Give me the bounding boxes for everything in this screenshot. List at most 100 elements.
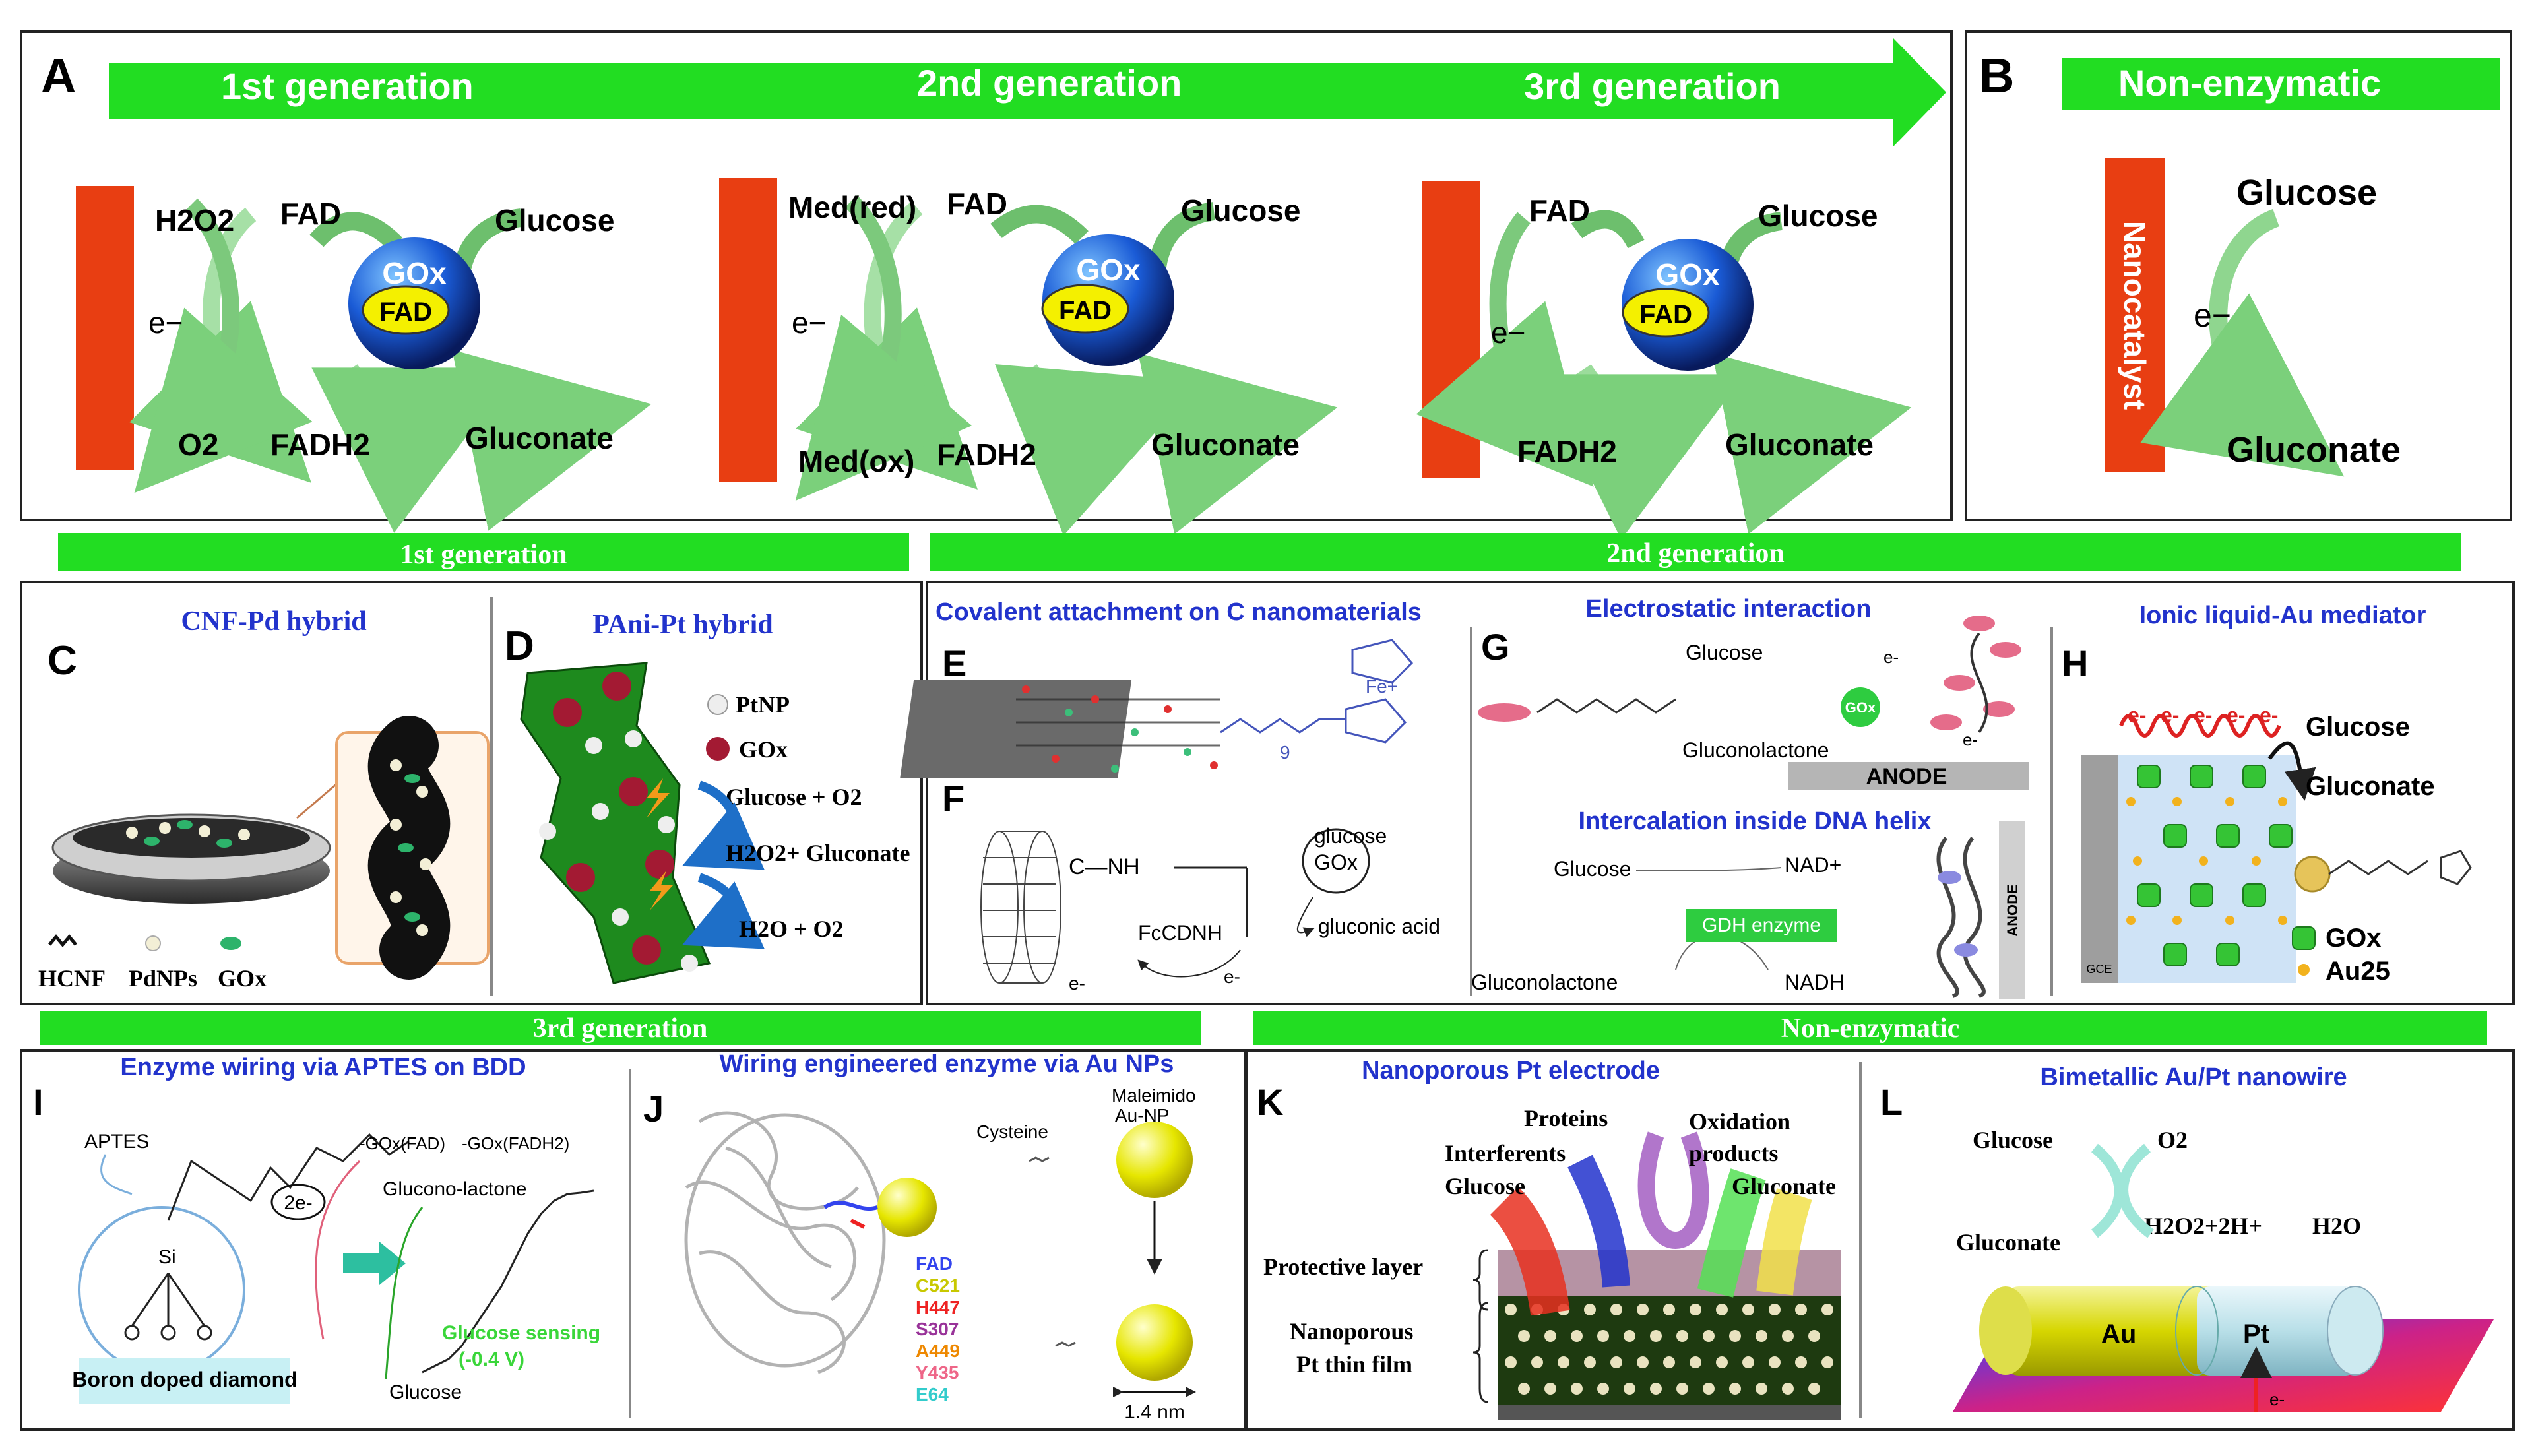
fad-label: FAD: [947, 187, 1007, 221]
j-maleimido-label: Maleimido: [1112, 1085, 1196, 1106]
panel-ij-frame: [20, 1049, 1246, 1431]
g-anode-label: ANODE: [1866, 764, 1947, 789]
panel-ef: Covalent attachment on C nanomaterials E…: [900, 598, 1440, 994]
i-sensing-label: Glucose sensing: [442, 1322, 600, 1344]
gluconate-label: Gluconate: [2227, 430, 2401, 470]
j-residue-3: S307: [916, 1319, 959, 1339]
panel-d: PAni-Pt hybrid D PtNP GOx Glucose + O2 H…: [505, 610, 910, 984]
i-voltage-label: (-0.4 V): [459, 1348, 524, 1370]
panel-j: Wiring engineered enzyme via Au NPs J Cy…: [643, 1050, 1196, 1423]
electrode: [1422, 181, 1480, 478]
k-nanoporous-label: Nanoporous: [1290, 1318, 1413, 1345]
j-residue-6: E64: [916, 1384, 949, 1405]
panel-kl-frame: [1246, 1049, 2515, 1431]
k-gluconate-label: Gluconate: [1732, 1173, 1836, 1199]
l-h2o2-label: H2O2+2H+: [2144, 1213, 2262, 1239]
fadh2-label: FADH2: [937, 437, 1036, 472]
j-letter: J: [643, 1088, 664, 1129]
fad-label: FAD: [280, 197, 341, 231]
h-gluconate-label: Gluconate: [2306, 772, 2435, 801]
g-gox-label: GOx: [1845, 699, 1876, 716]
d-legend-ptnp: PtNP: [736, 691, 790, 718]
ef-title: Covalent attachment on C nanomaterials: [935, 598, 1422, 626]
bar-second-generation: [930, 533, 2461, 571]
g-electron-1: e-: [1883, 647, 1899, 667]
bar-second-label: 2nd generation: [1606, 538, 1785, 569]
i-aptes-label: APTES: [84, 1131, 149, 1153]
gluconate-label: Gluconate: [1725, 427, 1874, 462]
d-title: PAni-Pt hybrid: [592, 610, 773, 640]
k-title: Nanoporous Pt electrode: [1362, 1057, 1660, 1085]
i-lactone-label: Glucono-lactone: [383, 1178, 526, 1200]
panel-cd-frame: [20, 581, 923, 1005]
k-letter: K: [1257, 1081, 1283, 1123]
arrow-label-gen2: 2nd generation: [917, 62, 1182, 104]
glucose-label: Glucose: [2236, 173, 2377, 212]
d-reaction-3: H2O + O2: [739, 916, 844, 942]
gluconate-label: Gluconate: [1151, 427, 1300, 462]
k-glucose-label: Glucose: [1445, 1173, 1525, 1199]
f-electron-2: e-: [1224, 966, 1240, 987]
e-letter: E: [942, 643, 966, 684]
l-electron-label: e-: [2269, 1389, 2285, 1409]
c-legend-gox: GOx: [218, 965, 267, 992]
panel-c: CNF-Pd hybrid C HCNF PdNPs GOx: [38, 606, 490, 992]
c-legend-pdnps: PdNPs: [129, 965, 197, 992]
f-gox-label: GOx: [1314, 850, 1358, 874]
electrode: [76, 186, 134, 470]
i-letter: I: [33, 1081, 44, 1123]
panel-a-letter: A: [41, 48, 76, 103]
bar-third-generation: [40, 1011, 1201, 1045]
l-letter: L: [1880, 1081, 1903, 1123]
g-nad-label: NAD+: [1785, 853, 1841, 877]
bar-third-label: 3rd generation: [533, 1013, 708, 1044]
f-gluconic-label: gluconic acid: [1318, 914, 1440, 938]
g-electron-2: e-: [1963, 730, 1978, 749]
c-letter: C: [47, 638, 77, 683]
fadh2-label: FADH2: [270, 427, 370, 462]
k-interferents-label: Interferents: [1445, 1140, 1566, 1166]
h-letter: H: [2062, 643, 2088, 684]
o2-label: O2: [178, 427, 218, 462]
glucose-label: Glucose: [1758, 199, 1878, 233]
glucose-label: Glucose: [495, 203, 615, 237]
h-electron-3: e-: [2194, 703, 2212, 727]
bar-non-enzymatic: [1253, 1011, 2487, 1045]
gox-label: GOx: [1655, 257, 1720, 292]
h-legend-au25: Au25: [2326, 957, 2390, 986]
i-gox-fad-label: -GOx(FAD): [360, 1133, 445, 1153]
l-pt-label: Pt: [2243, 1319, 2269, 1348]
j-scale-label: 1.4 nm: [1124, 1401, 1185, 1423]
c-legend-hcnf: HCNF: [38, 965, 106, 992]
h-glucose-label: Glucose: [2306, 712, 2410, 742]
j-residue-1: C521: [916, 1275, 960, 1296]
j-residue-0: FAD: [916, 1253, 953, 1274]
panel-g: Electrostatic interaction G Glucose GOx …: [1471, 595, 2029, 999]
h-gce-label: GCE: [2086, 963, 2112, 976]
scheme-gen1: GOx FAD H2O2 FAD Glucose e− O2 FADH2 Glu…: [76, 186, 652, 533]
f-glucose-label: glucose: [1314, 824, 1387, 848]
electrode: [719, 178, 777, 482]
fad-inner-label: FAD: [379, 298, 432, 327]
l-gluconate-label: Gluconate: [1956, 1229, 2060, 1255]
glucose-label: Glucose: [1181, 193, 1301, 228]
h-electron-4: e-: [2227, 703, 2245, 727]
f-amide-label: C—NH: [1069, 854, 1140, 879]
k-thinfilm-label: Pt thin film: [1296, 1351, 1412, 1377]
h-electron-2: e-: [2161, 703, 2179, 727]
scheme-gen3: GOx FAD FAD Glucose e− FADH2 Gluconate: [1416, 181, 1912, 540]
c-title: CNF-Pd hybrid: [181, 606, 366, 637]
electron-label: e−: [2194, 297, 2231, 334]
l-h2o-label: H2O: [2312, 1213, 2361, 1239]
i-2e-label: 2e-: [284, 1192, 312, 1214]
d-letter: D: [505, 623, 534, 669]
h-legend-gox: GOx: [2326, 924, 2381, 953]
g-title: Electrostatic interaction: [1586, 595, 1872, 623]
panel-b-letter: B: [1979, 48, 2014, 103]
l-glucose-label: Glucose: [1973, 1127, 2053, 1153]
e-chain-count: 9: [1280, 742, 1290, 763]
g-nadh-label: NADH: [1785, 970, 1845, 994]
gox-label: GOx: [382, 256, 447, 290]
fad-inner-label: FAD: [1639, 300, 1692, 329]
